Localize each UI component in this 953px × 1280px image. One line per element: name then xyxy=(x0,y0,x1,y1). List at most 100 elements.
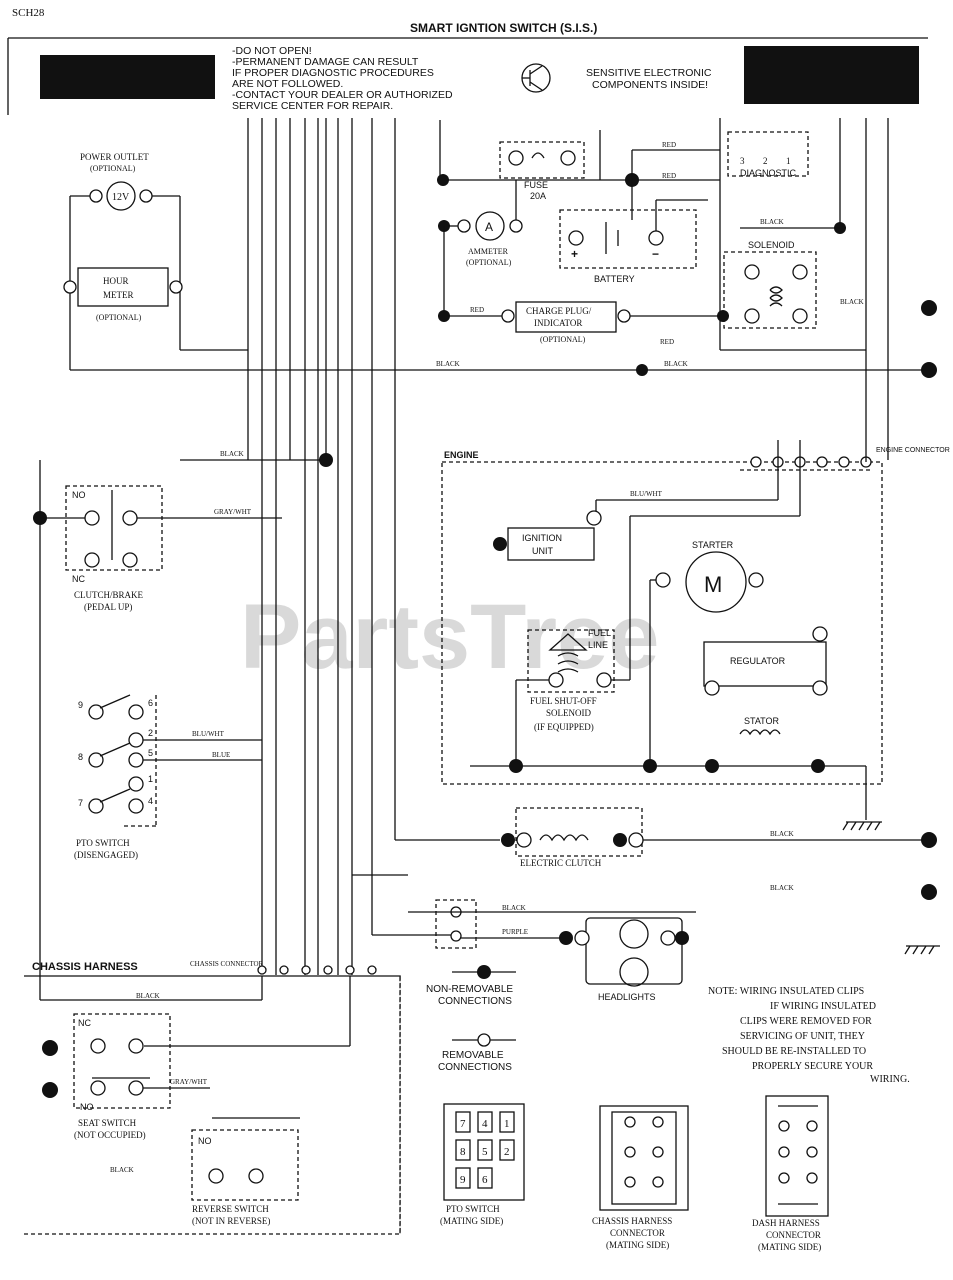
pto-label-1: PTO SWITCH xyxy=(76,838,130,848)
battery-label: BATTERY xyxy=(594,274,635,284)
stator: STATOR xyxy=(739,716,781,736)
power-outlet-optional: (OPTIONAL) xyxy=(90,164,136,173)
pto-pin-4: 4 xyxy=(148,796,153,806)
pto-mate-4: 4 xyxy=(482,1118,488,1130)
pto-mate-5: 5 xyxy=(482,1146,488,1158)
clutch-label-1: CLUTCH/BRAKE xyxy=(74,590,144,600)
legend-non-removable-2: CONNECTIONS xyxy=(438,996,512,1007)
pto-label-2: (DISENGAGED) xyxy=(74,850,138,860)
fuel-line-label-2: LINE xyxy=(588,640,608,650)
pto-mate-6: 6 xyxy=(482,1174,488,1186)
seat-label-2: (NOT OCCUPIED) xyxy=(74,1130,146,1140)
note-line-7: WIRING. xyxy=(870,1074,910,1085)
transistor-icon xyxy=(521,63,551,93)
dash-mating-label-1: DASH HARNESS xyxy=(752,1218,820,1228)
starter-symbol: M xyxy=(704,572,722,597)
solenoid-label: SOLENOID xyxy=(748,240,795,250)
power-outlet-label: POWER OUTLET xyxy=(80,152,149,162)
key-connector xyxy=(435,899,477,949)
hour-meter-optional: (OPTIONAL) xyxy=(96,313,142,322)
ignition-unit: IGNITION UNIT xyxy=(507,510,602,561)
headlights-label: HEADLIGHTS xyxy=(598,992,656,1002)
dash-mating-label-3: (MATING SIDE) xyxy=(758,1242,821,1252)
charge-plug-label-2: INDICATOR xyxy=(534,318,582,328)
fuse-dot xyxy=(437,174,449,186)
note-line-1: NOTE: WIRING INSULATED CLIPS xyxy=(708,986,864,997)
warning-line-6: SERVICE CENTER FOR REPAIR. xyxy=(232,100,393,112)
black-label-right xyxy=(744,46,919,104)
sensitive-line-1: SENSITIVE ELECTRONIC xyxy=(586,67,712,79)
fuse-section: FUSE 20A xyxy=(499,141,585,201)
ignition-label-1: IGNITION xyxy=(522,533,562,543)
note-line-6: PROPERLY SECURE YOUR xyxy=(752,1061,873,1072)
reverse-label-2: (NOT IN REVERSE) xyxy=(192,1216,270,1226)
pto-pin-9: 9 xyxy=(78,700,83,710)
fuel-shutoff-label-3: (IF EQUIPPED) xyxy=(534,722,594,732)
sis-output-wires xyxy=(247,118,500,975)
reverse-no-label: NO xyxy=(198,1136,212,1146)
engine-connector-label: ENGINE CONNECTOR xyxy=(876,447,950,454)
fuel-shutoff-solenoid: FUEL LINE FUEL SHUT-OFF SOLENOID (IF EQU… xyxy=(527,628,615,732)
warning-line-5: -CONTACT YOUR DEALER OR AUTHORIZED xyxy=(232,89,453,101)
fuse-label-1: FUSE xyxy=(524,180,548,190)
dash-mating: DASH HARNESS CONNECTOR (MATING SIDE) xyxy=(752,1095,829,1252)
chassis-black-label: BLACK xyxy=(136,992,160,1000)
warning-line-4: ARE NOT FOLLOWED. xyxy=(232,78,343,90)
regulator-label: REGULATOR xyxy=(730,656,786,666)
solenoid-dot xyxy=(717,310,729,322)
black-label-left xyxy=(40,55,215,99)
red-solenoid-label: RED xyxy=(660,338,674,346)
pto-mating-label-2: (MATING SIDE) xyxy=(440,1216,503,1226)
black-label-upper: BLACK xyxy=(220,450,244,458)
hour-meter-label-1: HOUR xyxy=(103,276,129,286)
right-ground-dot xyxy=(921,884,937,900)
note: NOTE: WIRING INSULATED CLIPS IF WIRING I… xyxy=(708,986,910,1085)
engine-connector: ENGINE CONNECTOR xyxy=(740,447,950,471)
engine-box xyxy=(441,461,883,785)
battery-minus: − xyxy=(652,247,659,261)
diag-pin-2: 2 xyxy=(763,156,768,166)
hour-meter: HOUR METER xyxy=(63,267,183,307)
seat-no-label: NO xyxy=(80,1102,94,1112)
clutch-black-label: BLACK xyxy=(770,830,794,838)
pto-pin-2: 2 xyxy=(148,728,153,738)
seat-ground-dot-2 xyxy=(42,1082,58,1098)
ammeter: A AMMETER (OPTIONAL) xyxy=(457,211,523,267)
fuse-label-2: 20A xyxy=(530,191,546,201)
chassis-mating-label-2: CONNECTOR xyxy=(610,1228,665,1238)
starter-label: STARTER xyxy=(692,540,734,550)
diag-pin-1: 1 xyxy=(786,156,791,166)
pto-pin-5: 5 xyxy=(148,748,153,758)
ammeter-label-1: AMMETER xyxy=(468,247,509,256)
pto-pin-1: 1 xyxy=(148,774,153,784)
pto-mate-1: 1 xyxy=(504,1118,510,1130)
solenoid: SOLENOID xyxy=(723,240,817,329)
legend-non-removable-1: NON-REMOVABLE xyxy=(426,984,513,995)
charge-plug-optional: (OPTIONAL) xyxy=(540,335,586,344)
warning-line-3: IF PROPER DIAGNOSTIC PROCEDURES xyxy=(232,67,434,79)
power-outlet: 12V xyxy=(70,181,180,211)
fuel-shutoff-label-1: FUEL SHUT-OFF xyxy=(530,696,597,706)
chassis-mating-label-3: (MATING SIDE) xyxy=(606,1240,669,1250)
black-solenoid-label-2: BLACK xyxy=(840,298,864,306)
seat-nc-label: NC xyxy=(78,1018,91,1028)
pto-mate-7: 7 xyxy=(460,1118,466,1130)
battery-plus: + xyxy=(571,247,578,261)
black-label-main: BLACK xyxy=(436,360,460,368)
pto-switch: 9 6 2 5 8 1 7 4 xyxy=(78,694,157,827)
solenoid-ground-dot xyxy=(921,300,937,316)
engine-label: ENGINE xyxy=(444,450,479,460)
red-label-charge: RED xyxy=(470,306,484,314)
legend-non-removable: NON-REMOVABLE CONNECTIONS xyxy=(426,965,516,1007)
charge-plug-label-1: CHARGE PLUG/ xyxy=(526,306,592,316)
ground-icon xyxy=(842,821,882,831)
chassis-mating-label-1: CHASSIS HARNESS xyxy=(592,1216,672,1226)
watermark: PartsTree xyxy=(240,586,659,688)
chassis-harness-label: CHASSIS HARNESS xyxy=(32,961,138,973)
ignition-ground-dot xyxy=(493,537,507,551)
purple-label: PURPLE xyxy=(502,928,528,936)
seat-label-1: SEAT SWITCH xyxy=(78,1118,137,1128)
ground-connection-dot xyxy=(921,362,937,378)
ground-dot-2 xyxy=(643,759,657,773)
